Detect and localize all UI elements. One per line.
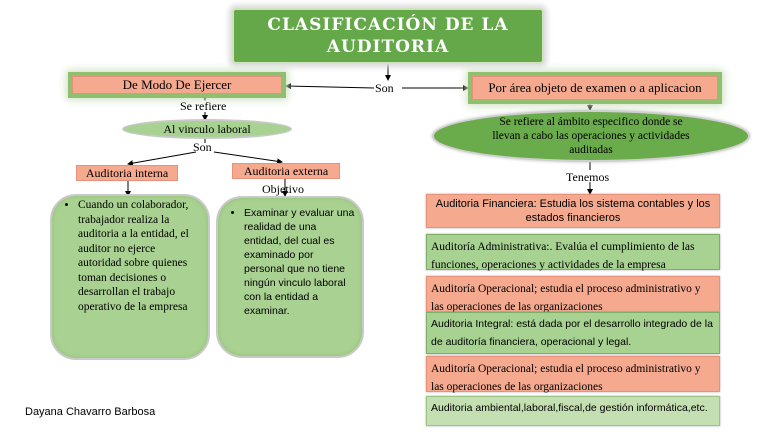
- vinculo-label: Al vinculo laboral: [163, 121, 251, 136]
- mode-box: De Modo De Ejercer: [72, 76, 282, 94]
- audit-type-text: Auditoría Operacional; estudia el proces…: [431, 283, 701, 313]
- area-box-label: Por área objeto de examen o a aplicacion: [488, 80, 702, 95]
- audit-type-text: Auditoria Financiera: Estudia los sistem…: [435, 198, 711, 224]
- interna-description: Cuando un colaborador, trabajador realiz…: [78, 198, 200, 314]
- connector-se-refiere: Se refiere: [180, 99, 227, 113]
- audit-type-item: Auditoria Financiera: Estudia los sistem…: [426, 194, 720, 228]
- audit-type-item: Auditoría Administrativa:. Evalúa el cum…: [426, 234, 720, 271]
- audit-type-text: Auditoria ambiental,laboral,fiscal,de ge…: [431, 402, 708, 414]
- area-box: Por área objeto de examen o a aplicacion: [472, 76, 718, 100]
- externa-description-panel: Examinar y evaluar una realidad de una e…: [216, 196, 364, 358]
- audit-type-text: Auditoría Administrativa:. Evalúa el cum…: [431, 241, 695, 271]
- ambito-ellipse: Se refiere al ámbito especifico donde se…: [432, 110, 750, 162]
- connector-tenemos: Tenemos: [566, 170, 610, 184]
- interna-label: Auditoria interna: [85, 165, 169, 180]
- interna-description-panel: Cuando un colaborador, trabajador realiz…: [50, 194, 210, 360]
- audit-type-item: Auditoría Operacional; estudia el proces…: [426, 276, 720, 313]
- diagram-title-box: CLASIFICACIÓN DE LA AUDITORIA: [232, 8, 544, 64]
- diagram-title: CLASIFICACIÓN DE LA AUDITORIA: [267, 15, 509, 57]
- externa-label: Auditoria externa: [243, 163, 329, 178]
- externa-description: Examinar y evaluar una realidad de una e…: [244, 206, 356, 318]
- connector-son-top: Son: [375, 81, 394, 95]
- interna-box: Auditoria interna: [76, 165, 178, 181]
- audit-type-item: Auditoria ambiental,laboral,fiscal,de ge…: [426, 396, 720, 426]
- audit-type-item: Auditoría Operacional; estudia el proces…: [426, 356, 720, 393]
- vinculo-ellipse: Al vinculo laboral: [122, 119, 292, 139]
- connector-objetivo: Objetivo: [262, 182, 304, 196]
- audit-type-text: Auditoria Integral: está dada por el des…: [431, 318, 713, 348]
- author-name: Dayana Chavarro Barbosa: [25, 406, 156, 418]
- connector-son-mid: Son: [193, 140, 212, 154]
- audit-type-text: Auditoría Operacional; estudia el proces…: [431, 363, 701, 393]
- ambito-text: Se refiere al ámbito especifico donde se…: [492, 116, 690, 156]
- externa-box: Auditoria externa: [232, 163, 340, 179]
- mode-box-label: De Modo De Ejercer: [122, 77, 232, 92]
- audit-type-item: Auditoria Integral: está dada por el des…: [426, 312, 720, 354]
